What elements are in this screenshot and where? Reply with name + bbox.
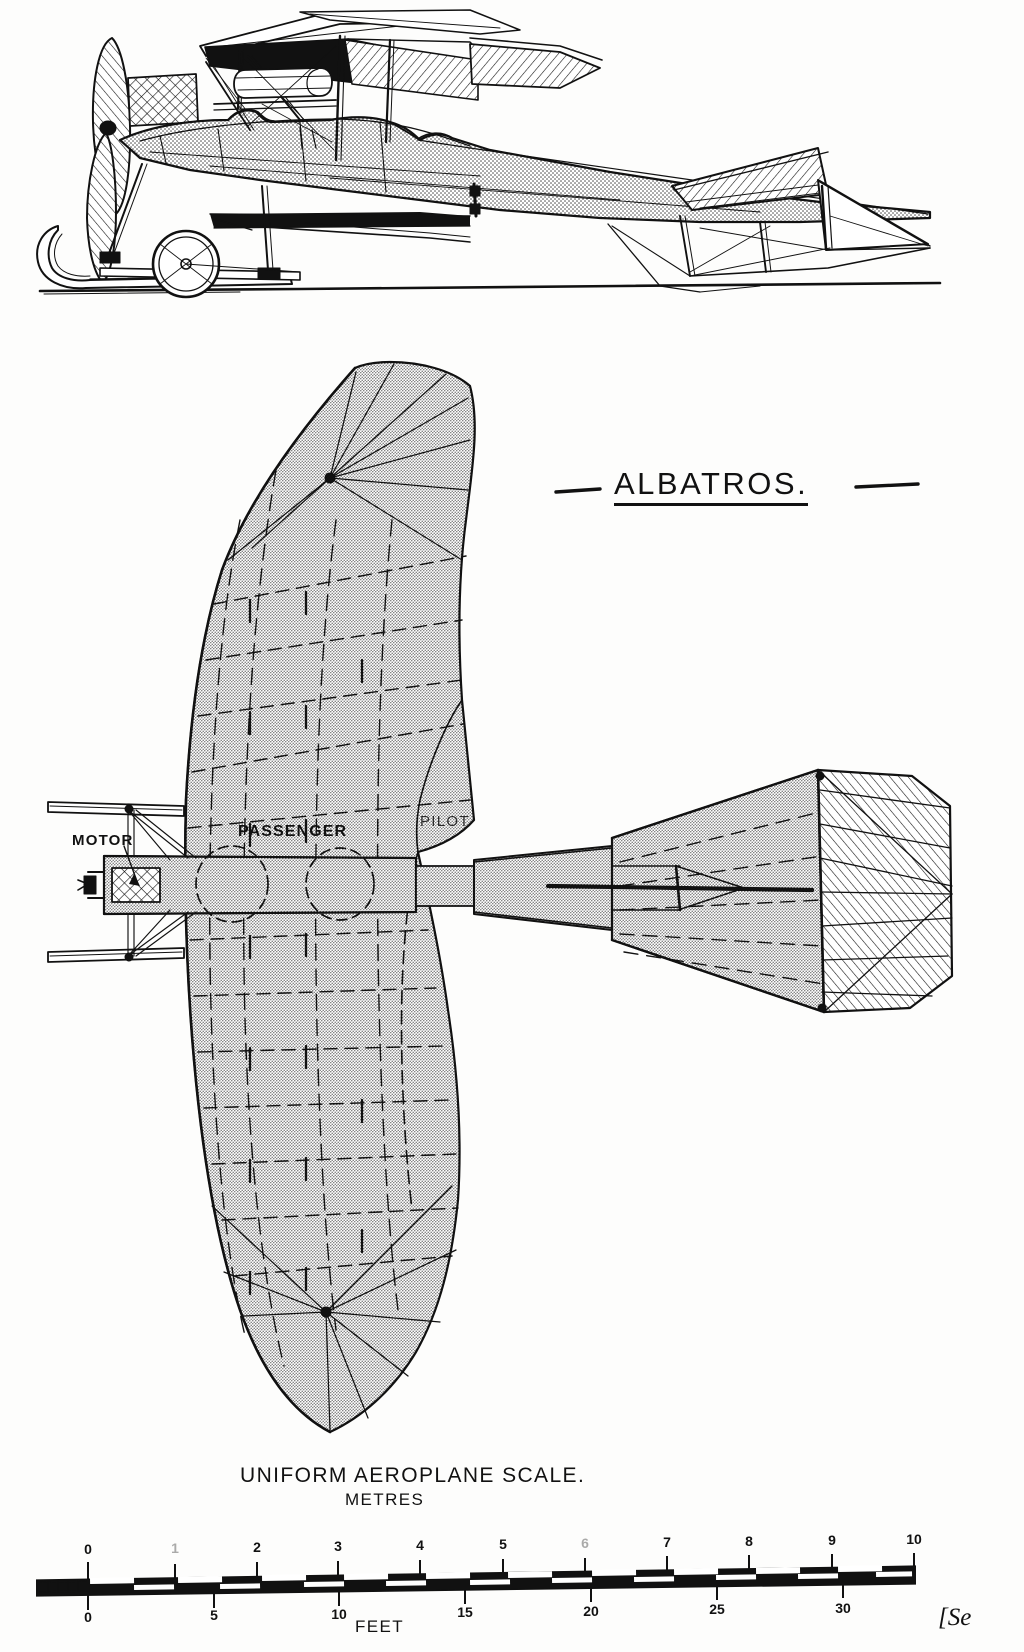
scale-feet-label: FEET: [355, 1617, 405, 1636]
metres-tick-3: 3: [334, 1538, 342, 1554]
metres-tick-4: 4: [416, 1537, 424, 1553]
scale-metres-label: METRES: [345, 1490, 425, 1509]
metres-tick-6: 6: [581, 1535, 589, 1551]
metres-tick-1: 1: [171, 1540, 179, 1556]
metres-tick-10: 10: [906, 1531, 922, 1547]
feet-tick-0: 0: [84, 1609, 92, 1625]
feet-tick-10: 10: [331, 1606, 347, 1622]
scale-title: UNIFORM AEROPLANE SCALE.: [240, 1464, 586, 1487]
metres-tick-8: 8: [745, 1533, 753, 1549]
metres-tick-9: 9: [828, 1532, 836, 1548]
label-motor: MOTOR: [72, 832, 134, 849]
label-passenger: PASSENGER: [238, 823, 348, 840]
metres-tick-7: 7: [663, 1534, 671, 1550]
metres-tick-5: 5: [499, 1536, 507, 1552]
folio-mark: [Se: [938, 1604, 972, 1631]
plate-title: ALBATROS.: [614, 466, 809, 506]
feet-tick-20: 20: [583, 1603, 599, 1619]
feet-tick-5: 5: [210, 1607, 218, 1623]
metres-tick-0: 0: [84, 1541, 92, 1557]
metres-tick-2: 2: [253, 1539, 261, 1555]
title-rule-right: [854, 482, 920, 489]
title-rule-left: [554, 487, 602, 494]
feet-tick-15: 15: [457, 1604, 473, 1620]
label-pilot: PILOT: [420, 813, 470, 830]
feet-tick-25: 25: [709, 1601, 725, 1617]
feet-tick-30: 30: [835, 1600, 851, 1616]
